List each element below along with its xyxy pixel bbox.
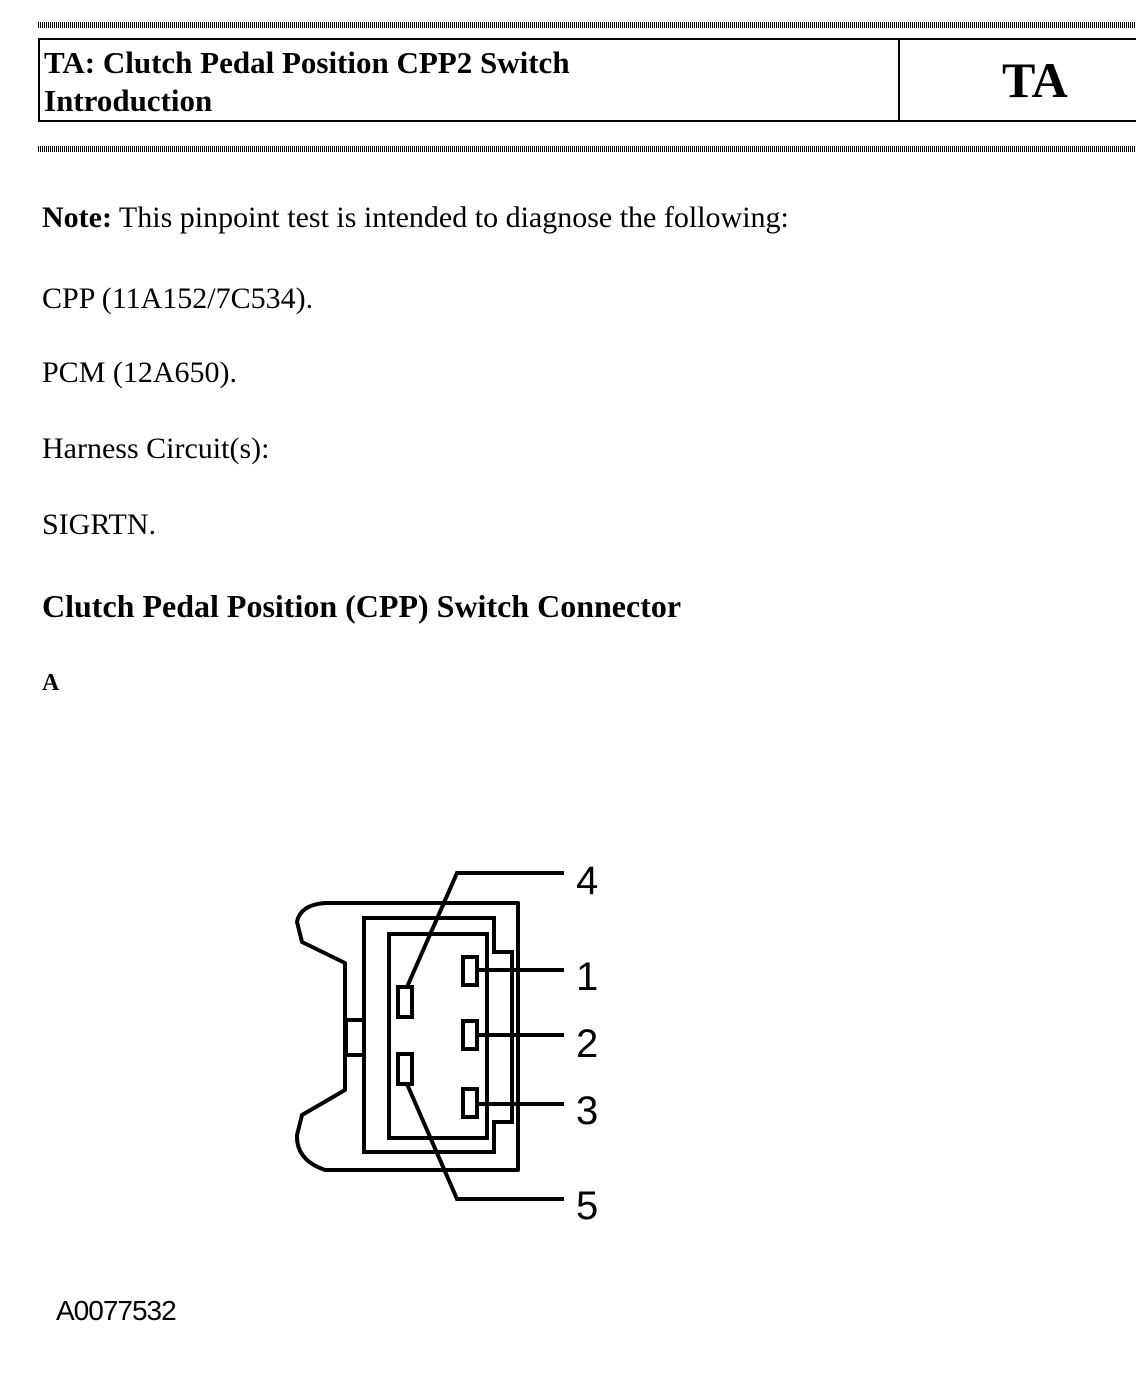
pin-label-2: 2 [576, 1022, 598, 1066]
pin-4-terminal [396, 985, 414, 1019]
pin-label-1: 1 [576, 955, 598, 999]
harness-circuit-sigrtn: SIGRTN. [42, 508, 157, 541]
bottom-dotted-rule [38, 146, 1136, 152]
top-dotted-rule [38, 22, 1136, 28]
figure-id: A0077532 [56, 1295, 177, 1326]
note-label: Note: [42, 201, 112, 234]
connector-housing [294, 901, 520, 1172]
pin-label-5: 5 [576, 1184, 598, 1228]
header-subtitle: Introduction [44, 83, 213, 118]
connector-inner-frame [362, 916, 514, 1154]
header-section-code: TA [1002, 52, 1068, 108]
header-table: TA: Clutch Pedal Position CPP2 Switch In… [38, 38, 1136, 122]
view-label: A [42, 670, 60, 696]
header-title-cell: TA: Clutch Pedal Position CPP2 Switch In… [40, 40, 900, 120]
note-paragraph: Note: This pinpoint test is intended to … [42, 200, 789, 236]
connector-cavity [387, 932, 489, 1140]
connector-latch [344, 1018, 365, 1057]
note-text: This pinpoint test is intended to diagno… [111, 201, 789, 234]
pin-label-3: 3 [576, 1089, 598, 1133]
pin-2-terminal [461, 1019, 479, 1051]
harness-label: Harness Circuit(s): [42, 432, 270, 465]
pin-label-4: 4 [576, 859, 598, 903]
pin-5-terminal [396, 1052, 414, 1086]
pin-5-leader [405, 1083, 564, 1201]
header-title: TA: Clutch Pedal Position CPP2 Switch [44, 45, 570, 80]
pin-3-terminal [461, 1087, 479, 1119]
section-heading: Clutch Pedal Position (CPP) Switch Conne… [42, 588, 682, 624]
pin-1-terminal [461, 955, 479, 987]
pin-4-leader [405, 871, 564, 988]
component-cpp: CPP (11A152/7C534). [42, 282, 314, 315]
component-pcm: PCM (12A650). [42, 356, 238, 389]
